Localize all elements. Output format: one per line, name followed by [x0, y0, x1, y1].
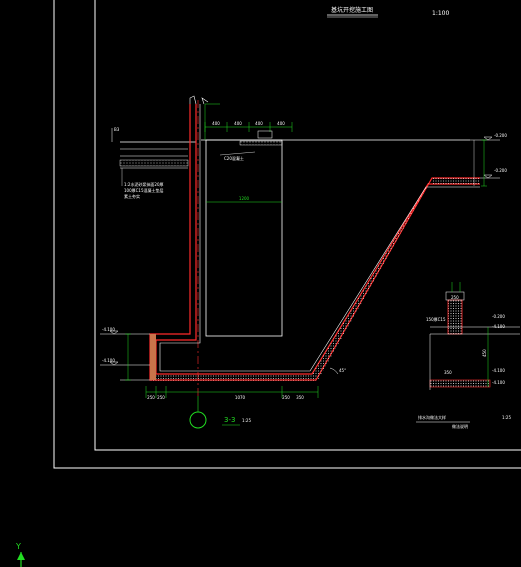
level-left-1: -4.100 [102, 327, 115, 332]
top-dim-2: 400 [234, 121, 242, 126]
detail-level-4: -4.100 [492, 380, 505, 385]
level-right-1: -0.200 [494, 133, 507, 138]
axis-bubble [189, 411, 207, 429]
interior-room-box [205, 139, 283, 337]
bottom-dim-2: 250 [157, 395, 165, 400]
detail-title: 排水沟做法大样 [418, 414, 446, 420]
mid-dimension: 1200 [239, 196, 250, 201]
section-label: 3-3 1:25 [222, 416, 251, 426]
slope-angle-text: 45° [339, 368, 346, 373]
bottom-dim-4: 250 [282, 395, 290, 400]
top-note: C20混凝土 [224, 155, 244, 161]
ground-line-group: B3 1:2水泥砂浆抹面20厚 100厚C15混凝土垫层 素土夯实 [111, 127, 470, 199]
detail-note: 150厚C15 [426, 317, 446, 322]
outer-frame [53, 0, 521, 469]
detail-dim-1: 250 [451, 295, 459, 300]
inner-frame [94, 0, 521, 451]
note-3: 素土夯实 [124, 193, 140, 199]
detail-level-2: -4.100 [492, 324, 505, 329]
detail-scale: 1:25 [502, 415, 511, 420]
bottom-dimension-chain: 250 250 1070 250 350 [145, 386, 319, 400]
detail-level-1: -0.200 [492, 314, 505, 319]
drainage-detail: 250 150厚C15 350 -0.200 -4.100 -4.100 -4.… [416, 282, 520, 429]
top-dim-3: 400 [255, 121, 263, 126]
detail-dim-2: 350 [444, 370, 452, 375]
left-elevations: -4.100 -4.100 [100, 327, 150, 381]
level-right-2: -0.200 [494, 168, 507, 173]
bottom-dim-3: 1070 [235, 395, 246, 400]
section-label-text: 3-3 [224, 416, 235, 424]
slab-hatch [119, 159, 189, 167]
level-left-2: -4.100 [102, 358, 115, 363]
slope-angle-arc [329, 367, 339, 375]
top-dimension-chain: 400 400 400 400 C20混凝土 [204, 103, 293, 161]
ucs-y-label: Y [15, 542, 21, 551]
top-dim-4: 400 [277, 121, 285, 126]
bottom-dim-5: 350 [296, 395, 304, 400]
section-scale: 1:25 [242, 418, 251, 423]
detail-level-3: -4.100 [492, 368, 505, 373]
detail-subtitle: 做法说明 [452, 423, 468, 429]
drawing-scale: 1:100 [432, 10, 449, 17]
note-2: 100厚C15混凝土垫层 [124, 187, 164, 193]
detail-dim-3: 450 [482, 349, 487, 357]
top-left-label: B3 [114, 127, 120, 132]
bottom-dim-1: 250 [147, 395, 155, 400]
note-1: 1:2水泥砂浆抹面20厚 [124, 181, 164, 187]
drawing-title-block: 基坑开挖施工图 1:100 [327, 6, 449, 18]
ucs-axis-icon: Y [15, 542, 25, 567]
retaining-wall [149, 95, 480, 381]
top-dim-1: 400 [212, 121, 220, 126]
drawing-title: 基坑开挖施工图 [331, 6, 373, 14]
right-elevations: -0.200 -0.200 [470, 133, 507, 187]
